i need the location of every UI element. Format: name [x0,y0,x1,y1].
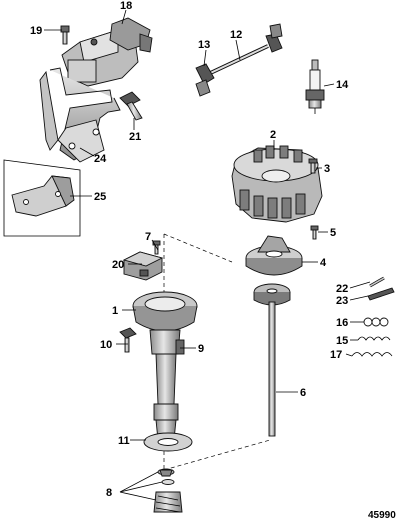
separator-17 [351,352,393,357]
drive-gear-set [153,468,183,513]
coil-bracket [39,67,121,163]
spark-plug-wire [195,23,283,97]
callout-19: 19 [30,25,42,37]
distributor-cap [231,145,323,223]
callout-17: 17 [330,349,342,361]
callout-12: 12 [230,29,242,41]
leader-lines [44,9,371,501]
bracket-box [3,159,81,237]
distributor-shaft [253,283,291,437]
coil-screw [60,25,70,45]
ignition-module [122,251,164,281]
callout-18: 18 [120,0,132,12]
callout-15: 15 [336,335,348,347]
callout-13: 13 [198,39,210,51]
bracket-bolt [119,91,143,121]
rotor [245,235,303,276]
callout-3: 3 [324,163,330,175]
callout-7: 7 [145,231,151,243]
callout-23: 23 [336,295,348,307]
figure-number: 45990 [368,510,396,521]
callout-24: 24 [94,153,107,165]
cap-screw-3 [308,158,318,174]
callout-4: 4 [320,257,327,269]
callout-16: 16 [336,317,348,329]
callout-labels: 18 19 21 24 25 13 12 14 2 3 5 4 6 7 20 1… [30,0,396,521]
separator-15 [357,336,391,341]
gasket [143,432,193,452]
callout-6: 6 [300,387,306,399]
distributor-housing [132,291,198,441]
callout-5: 5 [330,227,336,239]
callout-9: 9 [198,343,204,355]
rotor-screw-5 [310,225,319,240]
separator-16 [363,317,389,327]
clip-22 [369,276,385,288]
callout-8: 8 [106,487,112,499]
callout-22: 22 [336,283,348,295]
callout-10: 10 [100,339,112,351]
callout-21: 21 [129,131,141,143]
callout-2: 2 [270,129,276,141]
strap-23 [367,287,395,301]
callout-20: 20 [112,259,124,271]
spark-plug [305,59,325,114]
callout-1: 1 [112,305,118,317]
callout-25: 25 [94,191,106,203]
ignition-coil [61,17,153,87]
callout-11: 11 [118,435,130,447]
callout-14: 14 [336,79,349,91]
housing-bolt-10 [119,327,137,353]
